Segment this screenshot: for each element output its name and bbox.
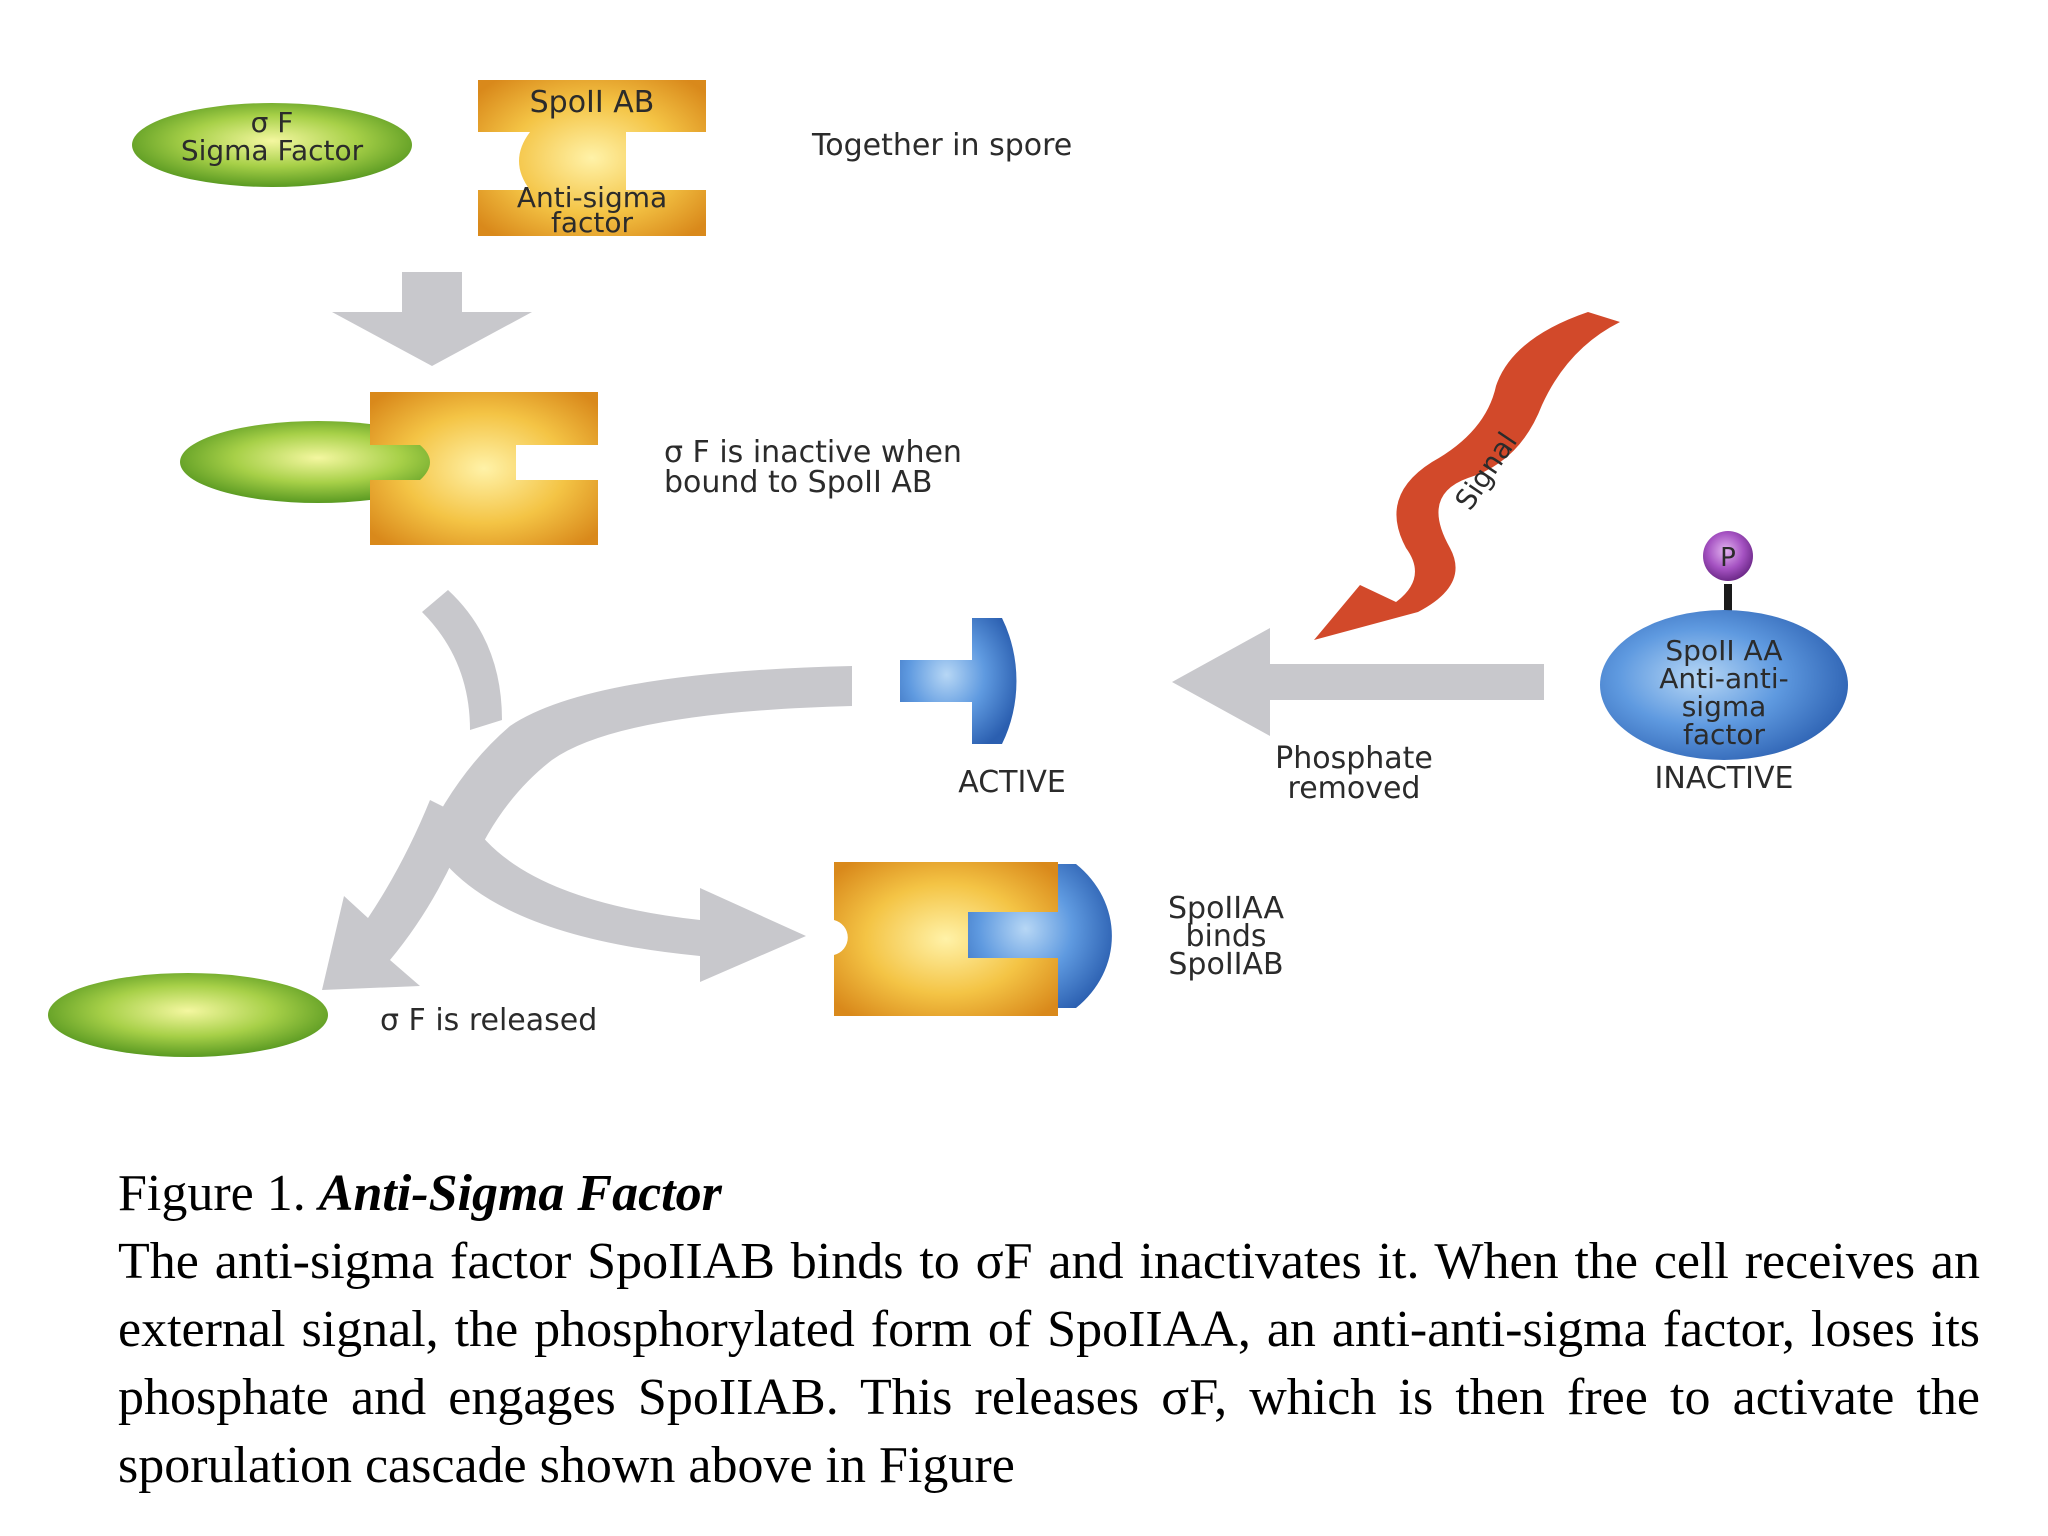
released-sigma-shape — [48, 973, 328, 1057]
spoIIAB-label-bottom-line2: factor — [551, 206, 634, 239]
spoIIAB-label-bottom-line1: Anti-sigma — [517, 181, 667, 214]
dephosphorylation-arrow — [1172, 628, 1544, 736]
phosphate-removed-line1: Phosphate — [1275, 741, 1433, 776]
split-arrow-top-stem — [422, 590, 502, 730]
down-arrow — [332, 272, 532, 366]
anti-sigma-diagram: σ F Sigma Factor SpoII AB Anti-sigma fac… — [48, 80, 1848, 1057]
inactive-note-line1: σ F is inactive when — [664, 435, 962, 470]
split-arrow-right-branch — [432, 820, 806, 982]
bound-spoIIAB-complex-shape — [834, 862, 1058, 1016]
caption-title: Figure 1. Anti-Sigma Factor — [118, 1160, 1980, 1228]
binds-line2: binds — [1185, 919, 1266, 954]
split-arrow-incoming — [420, 666, 852, 870]
binds-line3: SpoIIAB — [1168, 947, 1283, 982]
spoIIAB-label-top: SpoII AB — [530, 85, 655, 120]
spoIIAA-line3: sigma — [1682, 690, 1767, 723]
spoIIAB-shape — [478, 80, 706, 236]
split-arrow-left-branch — [322, 800, 470, 990]
phosphate-icon — [1703, 531, 1753, 581]
bound-spoIIAB-shape — [370, 392, 598, 545]
inactive-note-line2: bound to SpoII AB — [664, 465, 932, 500]
released-note: σ F is released — [380, 1003, 597, 1038]
sigma-label-line2: Sigma Factor — [181, 134, 364, 167]
spoIIAA-line4: factor — [1683, 718, 1766, 751]
spoIIAA-inactive-shape — [1600, 610, 1848, 760]
active-state-label: ACTIVE — [958, 765, 1066, 800]
spoIIAA-active-shape — [900, 618, 1017, 744]
binds-line1: SpoIIAA — [1168, 891, 1284, 926]
inactive-state-label: INACTIVE — [1655, 761, 1794, 796]
figure-number: Figure 1. — [118, 1165, 306, 1222]
figure-caption: Figure 1. Anti-Sigma Factor The anti-sig… — [118, 1160, 1980, 1500]
spoIIAA-line1: SpoII AA — [1665, 634, 1782, 667]
signal-arrow — [1314, 312, 1620, 640]
together-note: Together in spore — [811, 128, 1072, 163]
sigma-factor-shape — [132, 103, 412, 187]
bound-spoIIAA-shape — [968, 864, 1112, 1008]
spoIIAA-line2: Anti-anti- — [1659, 662, 1789, 695]
phosphate-removed-line2: removed — [1288, 771, 1421, 806]
sigma-label-line1: σ F — [251, 106, 294, 139]
figure-title: Anti-Sigma Factor — [318, 1165, 722, 1222]
phosphate-label: P — [1720, 543, 1736, 573]
caption-text: The anti-sigma factor SpoIIAB binds to σ… — [118, 1233, 1980, 1494]
